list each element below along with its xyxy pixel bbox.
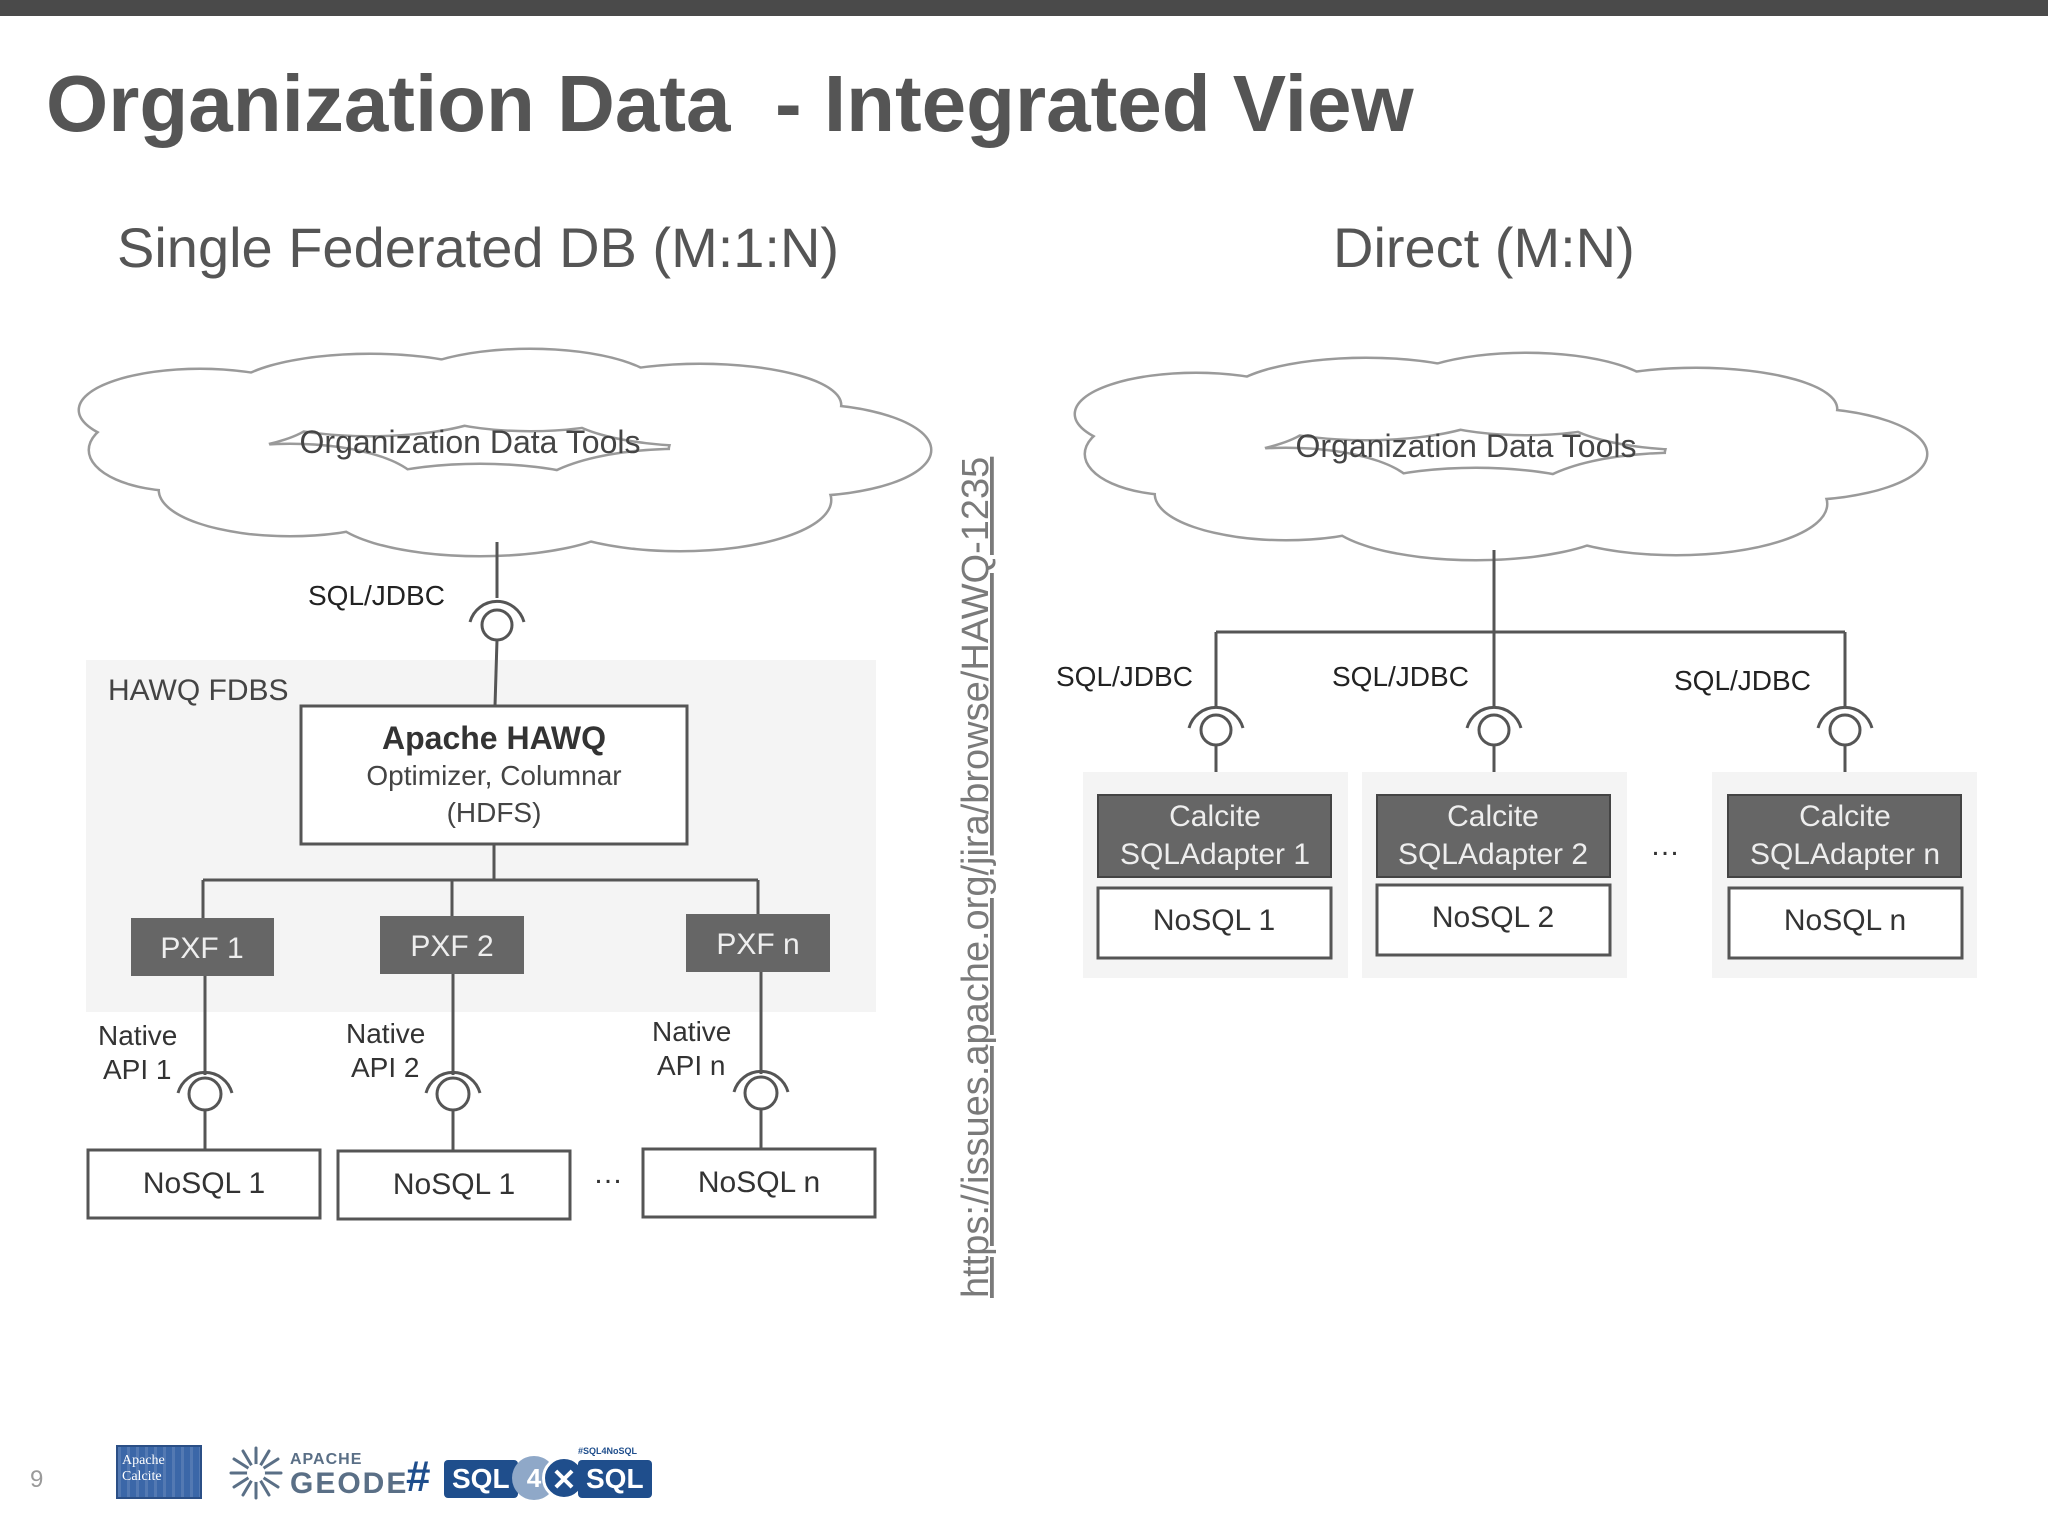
pxf-label: PXF 2 (410, 930, 493, 963)
svg-text:Native: Native (652, 1016, 731, 1047)
right-heading: Direct (M:N) (1333, 216, 1635, 279)
svg-text:Native: Native (346, 1018, 425, 1049)
sql-jdbc-socket-icon (1187, 705, 1245, 747)
adapter-line2: SQLAdapter 2 (1398, 838, 1588, 871)
pxf-box-2: PXF 2 (380, 916, 524, 974)
sql-right-pill: SQL (578, 1460, 652, 1498)
adapter-line1: Calcite (1799, 800, 1891, 833)
right-sql-jdbc-label-2: SQL/JDBC (1332, 661, 1469, 692)
pxf-label: PXF 1 (160, 932, 243, 965)
native-api-label-1: Native API 1 (98, 1020, 177, 1085)
right-cloud: Organization Data Tools (1076, 354, 1926, 559)
right-sql-jdbc-label-1: SQL/JDBC (1056, 661, 1193, 692)
adapter-column-2: Calcite SQLAdapter 2 NoSQL 2 (1362, 772, 1627, 978)
hawq-connector-line (493, 639, 499, 707)
native-api-label-n: Native API n (652, 1016, 731, 1081)
slide-number: 9 (30, 1466, 44, 1493)
adapter-line1: Calcite (1447, 800, 1539, 833)
sql-tag: #SQL4NoSQL (578, 1446, 638, 1456)
sql-jdbc-socket-icon (468, 599, 526, 642)
right-sql-jdbc-label-n: SQL/JDBC (1674, 665, 1811, 696)
jira-link[interactable]: https://issues.apache.org/jira/browse/HA… (955, 457, 997, 1298)
native-api-socket-icon (424, 1070, 482, 1112)
adapter-line2: SQLAdapter n (1750, 838, 1940, 871)
left-sql-jdbc-label: SQL/JDBC (308, 580, 445, 611)
native-api-socket-icon (176, 1070, 234, 1112)
nosql-label: NoSQL 2 (1432, 901, 1554, 934)
nosql-label: NoSQL n (1784, 904, 1906, 937)
left-heading: Single Federated DB (M:1:N) (117, 216, 840, 279)
native-api-label-2: Native API 2 (346, 1018, 425, 1083)
hawq-line2: Optimizer, Columnar (366, 760, 621, 791)
jira-link-text: https://issues.apache.org/jira/browse/HA… (955, 457, 997, 1298)
slide-title: Organization Data - Integrated View (46, 59, 1414, 148)
nosql-label: NoSQL 1 (1153, 904, 1275, 937)
nosql-box-2: NoSQL 1 (336, 1149, 572, 1221)
right-cloud-label: Organization Data Tools (1296, 428, 1637, 464)
hawq-line3: (HDFS) (447, 797, 542, 828)
nosql-box-n: NoSQL n (641, 1147, 877, 1219)
left-cloud: Organization Data Tools (80, 350, 930, 555)
svg-text:API 2: API 2 (351, 1052, 419, 1083)
pxf-box-n: PXF n (686, 914, 830, 972)
left-cloud-label: Organization Data Tools (300, 424, 641, 460)
nosql-box-1: NoSQL 1 (86, 1148, 322, 1220)
svg-text:NoSQL 1: NoSQL 1 (393, 1168, 515, 1201)
pxf-bus-lines (201, 844, 760, 918)
svg-text:Native: Native (98, 1020, 177, 1051)
calcite-logo-text: Apache Calcite (122, 1453, 165, 1484)
svg-text:NoSQL n: NoSQL n (698, 1166, 820, 1199)
svg-text:API 1: API 1 (103, 1054, 171, 1085)
adapter-line1: Calcite (1169, 800, 1261, 833)
pxf-label: PXF n (716, 928, 799, 961)
apache-hawq-box: Apache HAWQ Optimizer, Columnar (HDFS) (299, 704, 689, 846)
sql-hash: # (406, 1452, 431, 1501)
svg-text:API n: API n (657, 1050, 725, 1081)
native-api-socket-icon (732, 1069, 790, 1111)
top-bar (0, 0, 2048, 16)
pxf-box-1: PXF 1 (131, 918, 274, 976)
geode-burst-icon (229, 1446, 283, 1500)
native-api-connectors (203, 972, 763, 1151)
adapter-column-n: Calcite SQLAdapter n NoSQL n (1712, 772, 1977, 978)
left-ellipsis: … (593, 1157, 623, 1190)
hawq-fdbs-label: HAWQ FDBS (108, 674, 289, 707)
apache-geode-logo: APACHE GEODE (228, 1445, 406, 1501)
sql-left-pill: SQL (444, 1460, 518, 1498)
geode-small-text: APACHE (290, 1451, 363, 1468)
sql-jdbc-socket-icon (1816, 705, 1874, 747)
adapter-column-1: Calcite SQLAdapter 1 NoSQL 1 (1083, 772, 1348, 978)
adapter-line2: SQLAdapter 1 (1120, 838, 1310, 871)
right-ellipsis: … (1650, 829, 1680, 862)
hawq-name: Apache HAWQ (382, 720, 606, 756)
sql-jdbc-socket-icon (1465, 705, 1523, 747)
geode-big-text: GEODE (290, 1467, 409, 1500)
svg-text:NoSQL 1: NoSQL 1 (143, 1167, 265, 1200)
apache-calcite-logo: Apache Calcite (116, 1445, 202, 1499)
